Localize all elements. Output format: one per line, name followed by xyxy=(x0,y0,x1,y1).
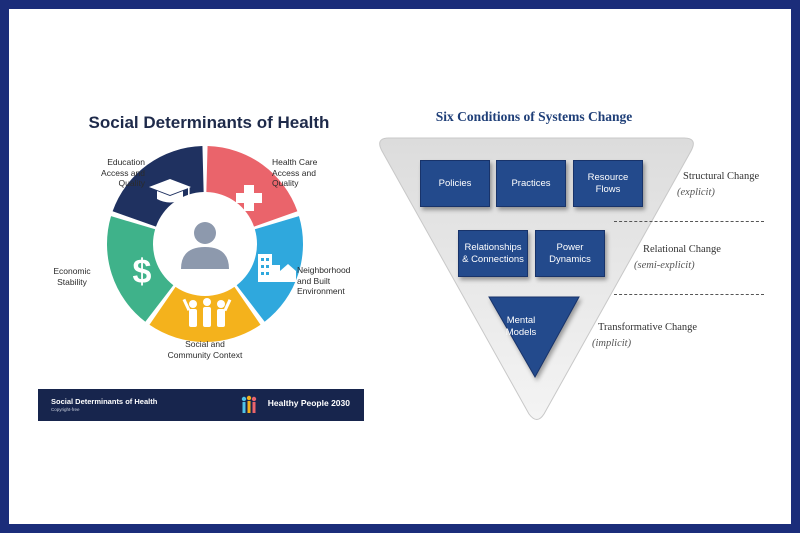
label-economic: Economic Stability xyxy=(53,266,91,287)
graduation-cap-icon xyxy=(149,179,191,203)
healthy-people-logo-icon xyxy=(241,395,257,413)
banner-subtitle: Copyright-free xyxy=(51,407,80,412)
label-health-care: Health Care Access and Quality xyxy=(272,157,318,188)
mental-models-shape xyxy=(488,296,580,379)
level-structural-qualifier: (explicit) xyxy=(677,187,715,198)
condition-mental-models: Mental Models xyxy=(505,315,537,338)
sdoh-title: Social Determinants of Health xyxy=(88,113,330,132)
condition-relationships: Relationships & Connections xyxy=(458,230,528,277)
systems-title: Six Conditions of Systems Change xyxy=(435,109,633,124)
condition-practices: Practices xyxy=(496,160,566,207)
segment-economic xyxy=(106,216,174,322)
systems-pyramid xyxy=(379,137,694,420)
community-people-icon xyxy=(182,298,232,327)
banner-logo-text: Healthy People 2030 xyxy=(267,398,350,408)
divider-relational xyxy=(614,294,764,295)
condition-policies: Policies xyxy=(420,160,490,207)
sdoh-wheel: $ xyxy=(106,146,303,343)
medical-cross-icon xyxy=(236,185,262,211)
level-transformative: Transformative Change xyxy=(598,322,698,333)
condition-power-dynamics: Power Dynamics xyxy=(535,230,605,277)
label-neighborhood: Neighborhood and Built Environment xyxy=(297,265,351,296)
condition-resource-flows: Resource Flows xyxy=(573,160,643,207)
divider-structural xyxy=(614,221,764,222)
label-social-community: Social and Community Context xyxy=(167,339,243,360)
dollar-icon: $ xyxy=(133,253,152,291)
level-relational-qualifier: (semi-explicit) xyxy=(634,260,695,271)
sdoh-banner: Social Determinants of Health Copyright-… xyxy=(38,389,364,421)
person-icon xyxy=(181,222,229,269)
level-relational: Relational Change xyxy=(643,244,721,255)
banner-title: Social Determinants of Health xyxy=(51,397,158,406)
level-transformative-qualifier: (implicit) xyxy=(592,338,632,349)
inverted-triangle xyxy=(379,137,694,420)
level-structural: Structural Change xyxy=(683,171,760,182)
buildings-icon xyxy=(258,254,296,282)
image-frame: Social Determinants of Health xyxy=(9,9,791,524)
label-education: Education Access and Quality xyxy=(101,157,145,188)
